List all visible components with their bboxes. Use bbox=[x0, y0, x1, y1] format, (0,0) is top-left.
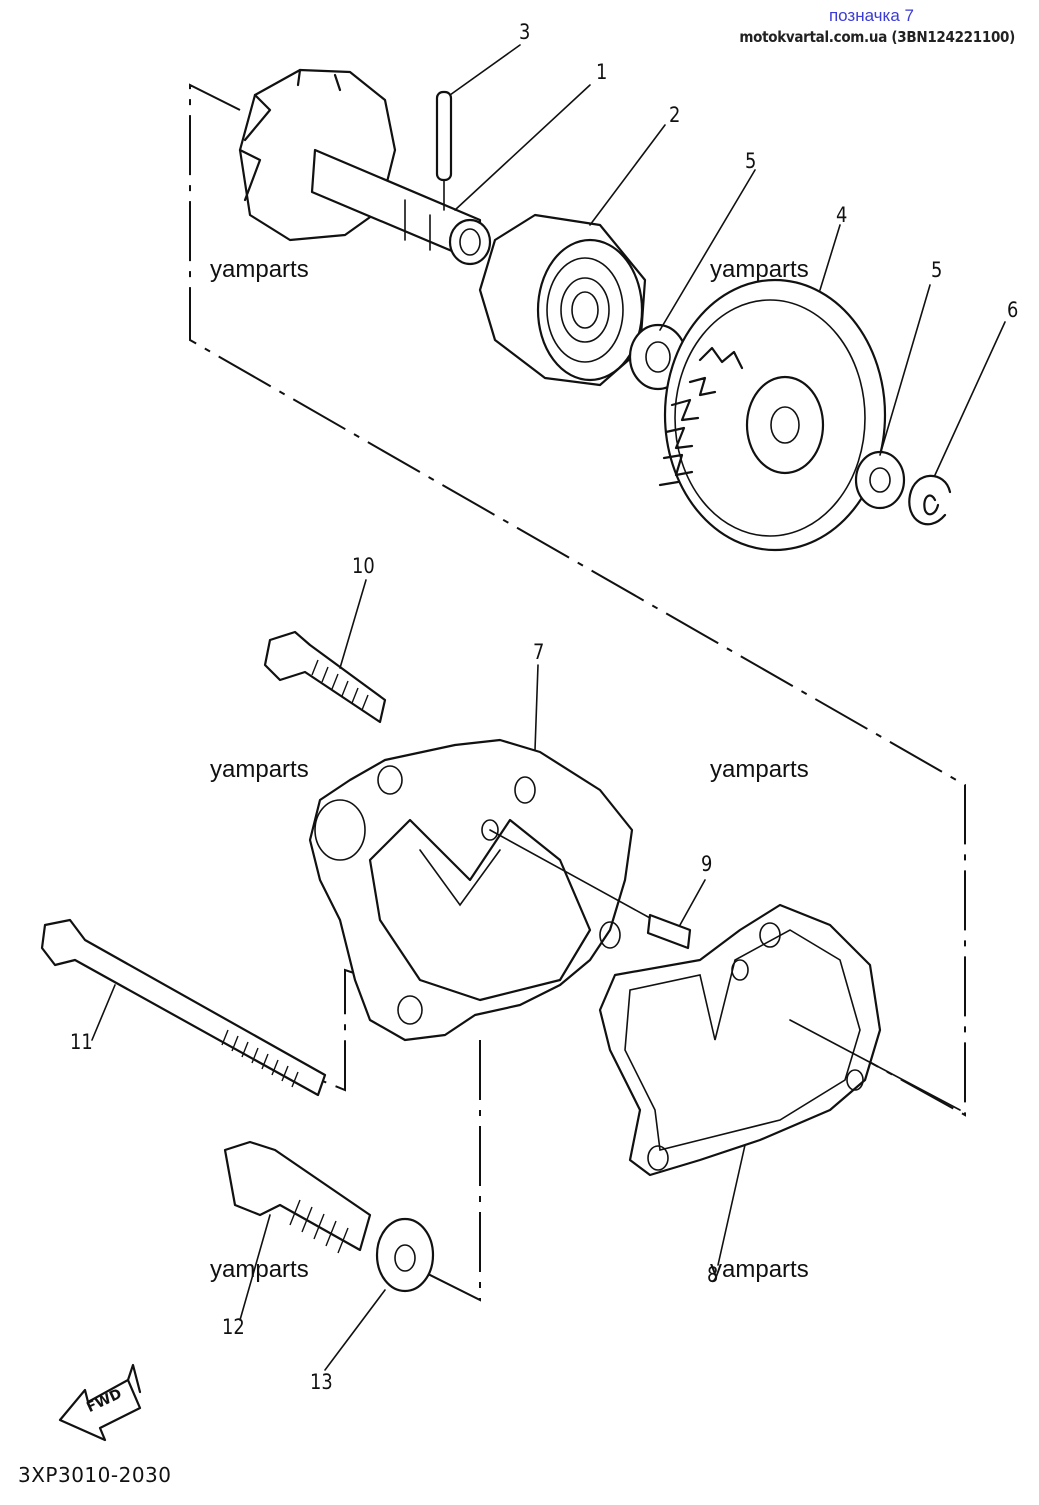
callout-12: 12 bbox=[222, 1315, 245, 1339]
assembly-boundary-bottom bbox=[419, 1040, 481, 1302]
bolt-10 bbox=[263, 630, 387, 724]
copper-washer bbox=[375, 1217, 435, 1293]
callout-5b: 5 bbox=[931, 258, 943, 282]
long-bolt bbox=[40, 918, 327, 1097]
fwd-arrow-icon bbox=[58, 1363, 142, 1442]
oil-seal bbox=[478, 213, 647, 387]
watermark: yamparts bbox=[710, 756, 809, 783]
assembly-boundary-upper bbox=[189, 83, 966, 1117]
callout-13: 13 bbox=[310, 1370, 333, 1394]
callout-6: 6 bbox=[1007, 298, 1019, 322]
callout-1: 1 bbox=[596, 60, 608, 84]
watermark: yamparts bbox=[210, 256, 309, 283]
callout-2: 2 bbox=[669, 103, 681, 127]
watermark: yamparts bbox=[210, 756, 309, 783]
water-pump-housing bbox=[308, 738, 634, 1042]
callout-11: 11 bbox=[70, 1030, 93, 1054]
flange-bolt bbox=[223, 1140, 372, 1254]
watermark: yamparts bbox=[210, 1256, 309, 1283]
pin bbox=[435, 90, 453, 211]
leader-lines bbox=[91, 44, 1006, 1371]
callout-5: 5 bbox=[745, 149, 757, 173]
source-site-header: motokvartal.com.ua (3BN124221100) bbox=[739, 28, 1015, 46]
dowel-pin bbox=[489, 829, 692, 950]
part-label-header: позначка 7 bbox=[828, 6, 914, 25]
callout-4: 4 bbox=[836, 203, 848, 227]
gasket bbox=[598, 903, 961, 1177]
circlip bbox=[908, 474, 952, 526]
callout-8: 8 bbox=[707, 1263, 719, 1287]
impeller-shaft bbox=[238, 68, 492, 266]
callout-9: 9 bbox=[701, 852, 713, 876]
callout-7: 7 bbox=[533, 640, 545, 664]
callout-3: 3 bbox=[519, 20, 531, 44]
watermark: yamparts bbox=[710, 1256, 809, 1283]
assembly-boundary-lower bbox=[319, 968, 361, 1092]
callout-10: 10 bbox=[352, 554, 375, 578]
diagram-code: 3XP3010-2030 bbox=[18, 1463, 172, 1487]
washer-lower bbox=[854, 450, 906, 510]
impeller-shaft-gear bbox=[658, 278, 887, 552]
watermark: yamparts bbox=[710, 256, 809, 283]
